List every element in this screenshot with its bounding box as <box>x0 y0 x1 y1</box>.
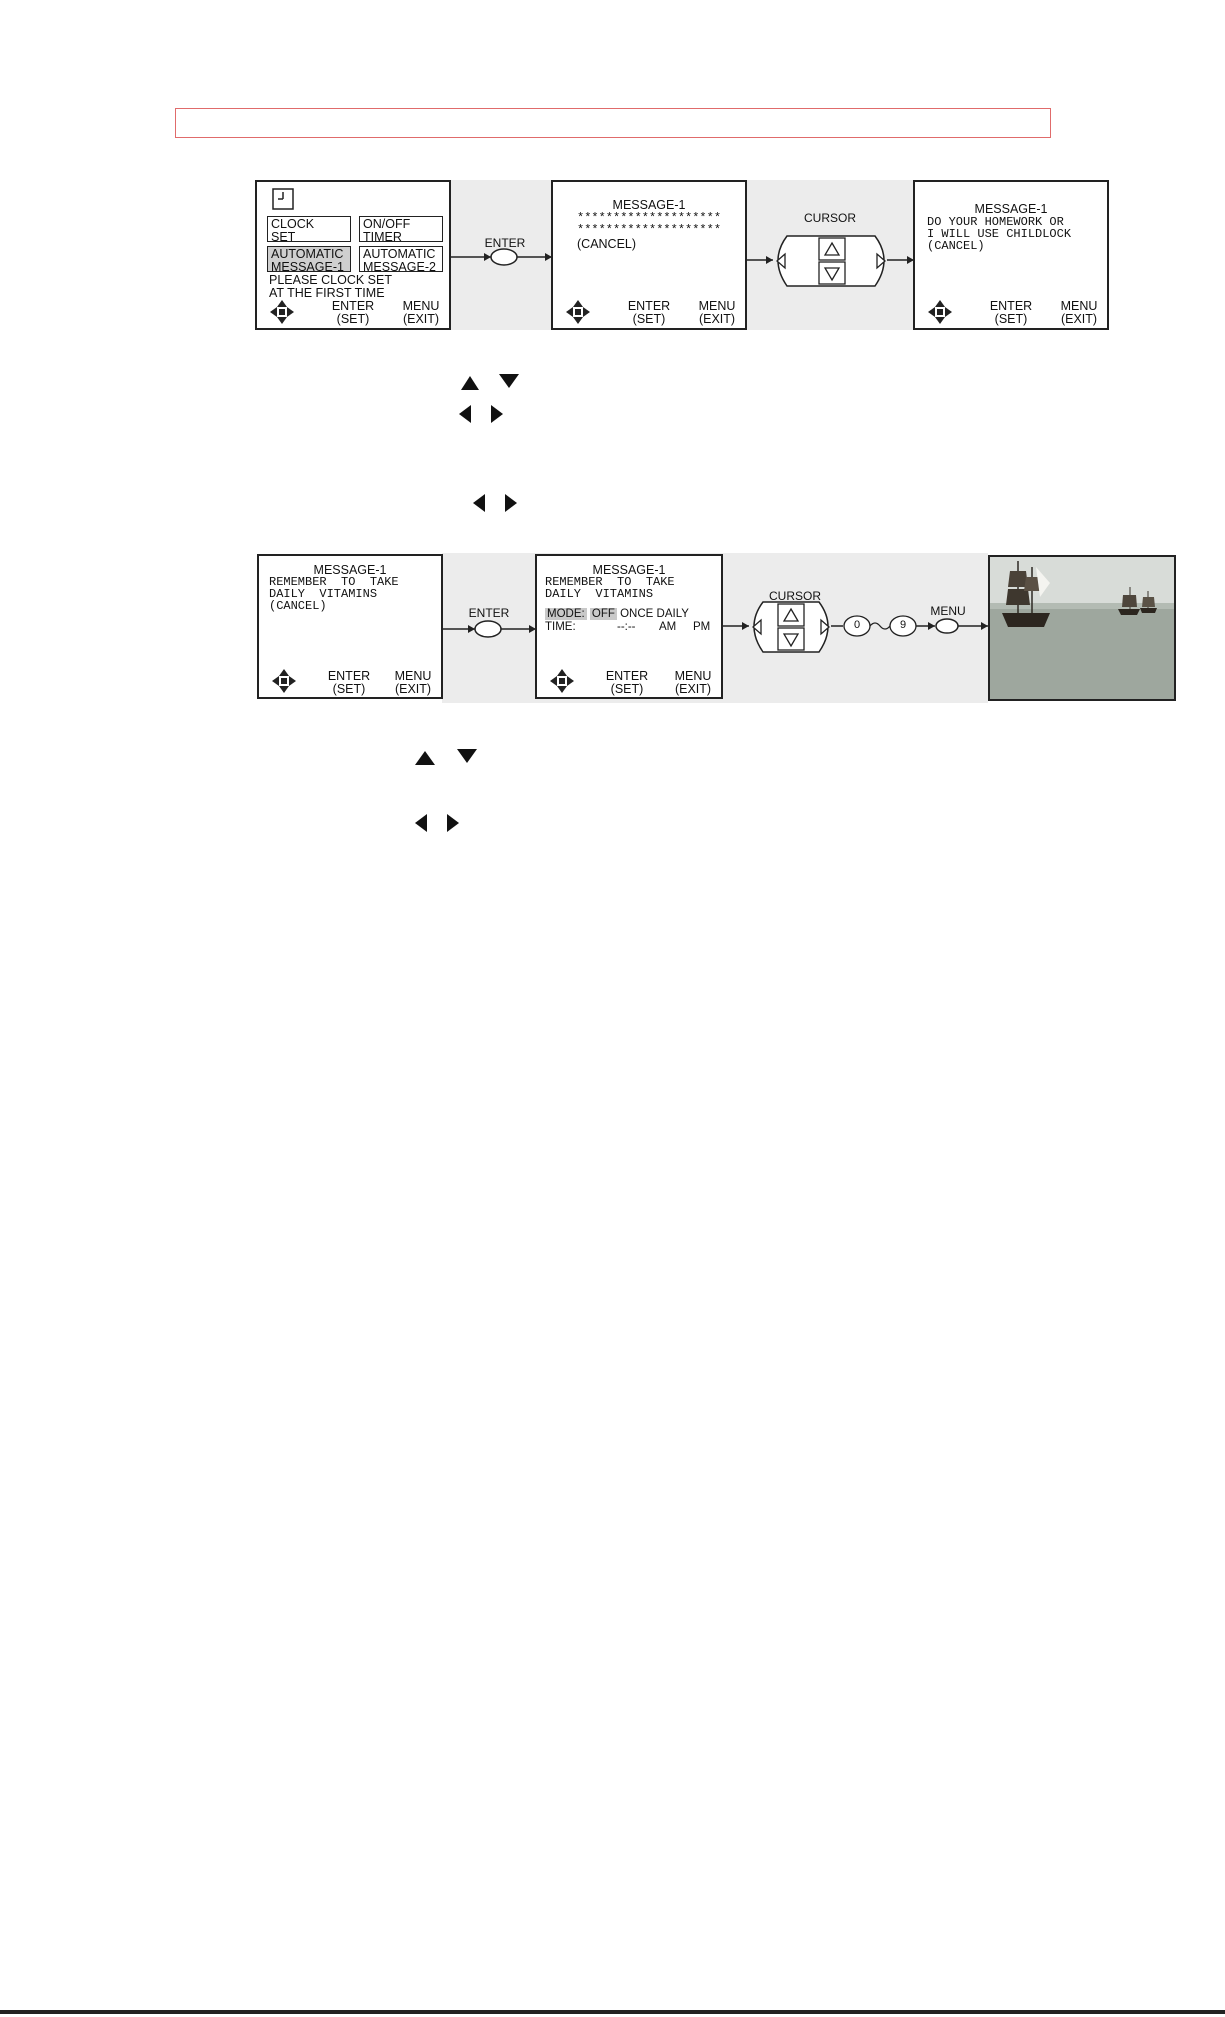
enter-set-hint: ENTER (SET) <box>327 669 371 696</box>
left-triangle-icon <box>415 814 427 832</box>
enter-set-hint: ENTER (SET) <box>331 299 375 326</box>
menu-exit-hint: MENU (EXIT) <box>394 669 432 696</box>
message-line-2: DAILY VITAMINS <box>545 587 654 601</box>
right-triangle-icon <box>447 814 459 832</box>
automatic-message-2-label: AUTOMATIC MESSAGE-2 <box>363 247 436 274</box>
menu-exit-hint: MENU (EXIT) <box>674 669 712 696</box>
clock-set-label: CLOCK SET <box>271 217 315 244</box>
four-way-arrow-icon <box>928 300 952 324</box>
onoff-timer-label: ON/OFF TIMER <box>363 217 411 244</box>
four-way-arrow-icon <box>566 300 590 324</box>
cursor-label: CURSOR <box>768 589 821 603</box>
four-way-arrow-icon <box>272 669 296 693</box>
clock-set-item[interactable]: CLOCK SET <box>267 216 351 244</box>
message-title: MESSAGE-1 <box>974 202 1048 216</box>
sailing-ships-image <box>990 557 1174 699</box>
message-title: MESSAGE-1 <box>612 198 686 212</box>
down-triangle-icon <box>499 374 519 388</box>
cursor-keypad[interactable] <box>747 224 915 288</box>
enter-connector <box>451 248 552 266</box>
cancel-option[interactable]: (CANCEL) <box>269 599 327 613</box>
message-line-1: DO YOUR HOMEWORK OR <box>927 215 1064 229</box>
message-placeholder-line-1: ******************** <box>577 211 722 225</box>
enter-button-label: ENTER <box>484 236 526 250</box>
message-line-1: REMEMBER TO TAKE <box>269 575 399 589</box>
message-line-2: I WILL USE CHILDLOCK <box>927 227 1072 241</box>
mode-label: MODE: <box>545 608 587 620</box>
cursor-label: CURSOR <box>803 211 856 225</box>
enter-connector <box>443 620 536 638</box>
page-bottom-rule <box>0 2010 1225 2014</box>
pm-option[interactable]: PM <box>693 621 711 633</box>
message-entry-screen: MESSAGE-1 ******************** *********… <box>551 180 747 330</box>
message-placeholder-line-2: ******************** <box>577 223 722 237</box>
vitamin-message-screen: MESSAGE-1 REMEMBER TO TAKE DAILY VITAMIN… <box>257 554 443 699</box>
message-title: MESSAGE-1 <box>313 563 387 577</box>
title-bar <box>175 108 1051 138</box>
menu-exit-hint: MENU (EXIT) <box>698 299 736 326</box>
automatic-message-2-item[interactable]: AUTOMATIC MESSAGE-2 <box>359 246 443 274</box>
number-key-0[interactable]: 0 <box>853 619 861 631</box>
enter-set-hint: ENTER (SET) <box>605 669 649 696</box>
menu-exit-hint: MENU (EXIT) <box>402 299 440 326</box>
down-triangle-icon <box>457 749 477 763</box>
time-value[interactable]: --:-- <box>617 621 636 633</box>
onoff-timer-item[interactable]: ON/OFF TIMER <box>359 216 443 244</box>
automatic-message-1-label: AUTOMATIC MESSAGE-1 <box>271 247 344 274</box>
enter-set-hint: ENTER (SET) <box>989 299 1033 326</box>
enter-button-label: ENTER <box>468 606 510 620</box>
left-triangle-icon <box>473 494 485 512</box>
menu-screen: CLOCK SET ON/OFF TIMER AUTOMATIC MESSAGE… <box>255 180 451 330</box>
up-triangle-icon <box>461 376 479 390</box>
message-title: MESSAGE-1 <box>592 563 666 577</box>
am-option[interactable]: AM <box>659 621 677 633</box>
number-key-9[interactable]: 9 <box>899 619 907 631</box>
four-way-arrow-icon <box>270 300 294 324</box>
clock-set-note: PLEASE CLOCK SET AT THE FIRST TIME <box>269 273 392 300</box>
mode-once-daily-option[interactable]: ONCE DAILY <box>620 608 689 620</box>
message-line-2: DAILY VITAMINS <box>269 587 378 601</box>
right-triangle-icon <box>491 405 503 423</box>
vitamin-schedule-screen: MESSAGE-1 REMEMBER TO TAKE DAILY VITAMIN… <box>535 554 723 699</box>
tv-picture <box>988 555 1176 701</box>
clock-icon <box>272 188 294 210</box>
mode-row: MODE: OFF ONCE DAILY <box>545 608 689 621</box>
message-preview-screen: MESSAGE-1 DO YOUR HOMEWORK OR I WILL USE… <box>913 180 1109 330</box>
menu-exit-hint: MENU (EXIT) <box>1060 299 1098 326</box>
enter-set-hint: ENTER (SET) <box>627 299 671 326</box>
message-line-1: REMEMBER TO TAKE <box>545 575 675 589</box>
right-triangle-icon <box>505 494 517 512</box>
time-label: TIME: <box>545 621 576 633</box>
up-triangle-icon <box>415 751 435 765</box>
left-triangle-icon <box>459 405 471 423</box>
cursor-number-menu-keys[interactable] <box>723 594 990 658</box>
four-way-arrow-icon <box>550 669 574 693</box>
cancel-option[interactable]: (CANCEL) <box>927 239 985 253</box>
menu-button-label: MENU <box>930 604 966 618</box>
cancel-option[interactable]: (CANCEL) <box>577 237 637 251</box>
automatic-message-1-item[interactable]: AUTOMATIC MESSAGE-1 <box>267 246 351 274</box>
mode-off-option[interactable]: OFF <box>589 608 617 620</box>
